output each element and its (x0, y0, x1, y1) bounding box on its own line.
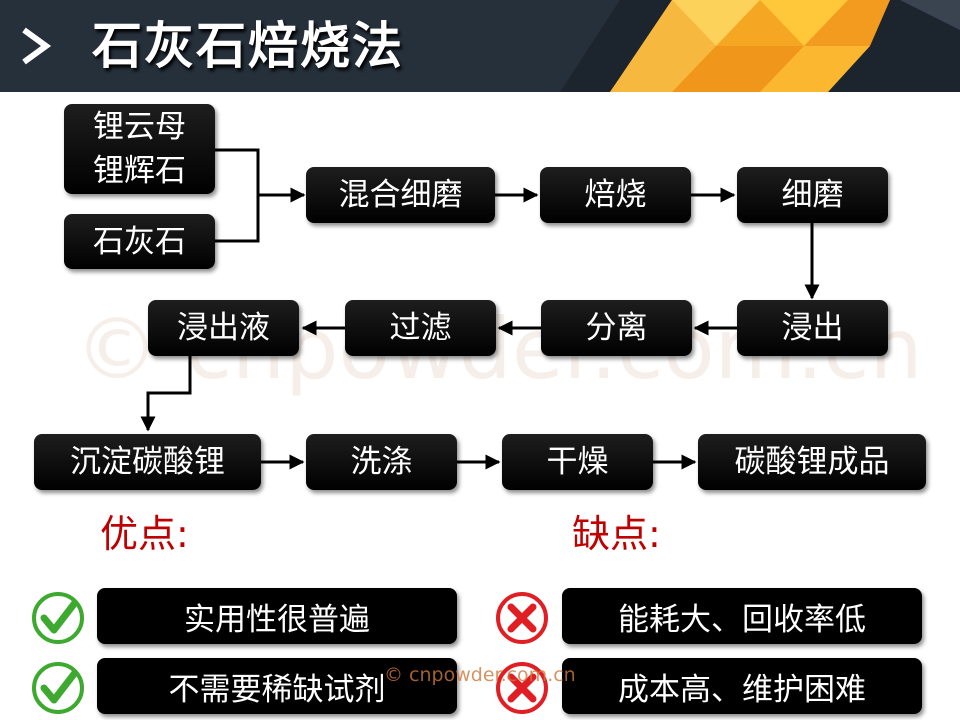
box-raw-material: 锂云母 锂辉石 (64, 104, 215, 194)
con-item-1: 能耗大、回收率低 (562, 588, 922, 644)
check-icon (32, 592, 84, 644)
arrow-right-icon (22, 27, 52, 65)
cross-icon (496, 662, 548, 714)
box-product: 碳酸锂成品 (698, 434, 926, 490)
box-precipitate: 沉淀碳酸锂 (34, 434, 261, 490)
box-limestone: 石灰石 (64, 214, 215, 269)
box-dry: 干燥 (502, 434, 653, 490)
raw-material-line-2: 锂辉石 (93, 153, 186, 189)
raw-material-line-1: 锂云母 (93, 109, 186, 145)
box-leachate: 浸出液 (148, 300, 299, 356)
box-filter: 过滤 (345, 300, 496, 356)
box-leach: 浸出 (737, 300, 888, 356)
box-separate: 分离 (541, 300, 692, 356)
arrow-to-precipitate (140, 356, 192, 432)
page-title: 石灰石焙烧法 (92, 17, 404, 75)
pro-item-2: 不需要稀缺试剂 (97, 658, 457, 714)
cross-icon (496, 592, 548, 644)
check-icon (32, 662, 84, 714)
con-item-2: 成本高、维护困难 (562, 658, 922, 714)
header-decoration (560, 0, 960, 92)
box-wash: 洗涤 (306, 434, 457, 490)
slide-header: 石灰石焙烧法 (0, 0, 960, 92)
box-roast: 焙烧 (540, 167, 691, 223)
cons-label: 缺点: (572, 512, 661, 556)
pro-item-1: 实用性很普遍 (97, 588, 457, 644)
merge-bracket-line (215, 148, 260, 243)
box-fine-grind: 细磨 (737, 167, 888, 223)
box-mix-grind: 混合细磨 (306, 167, 495, 223)
pros-label: 优点: (100, 512, 189, 556)
